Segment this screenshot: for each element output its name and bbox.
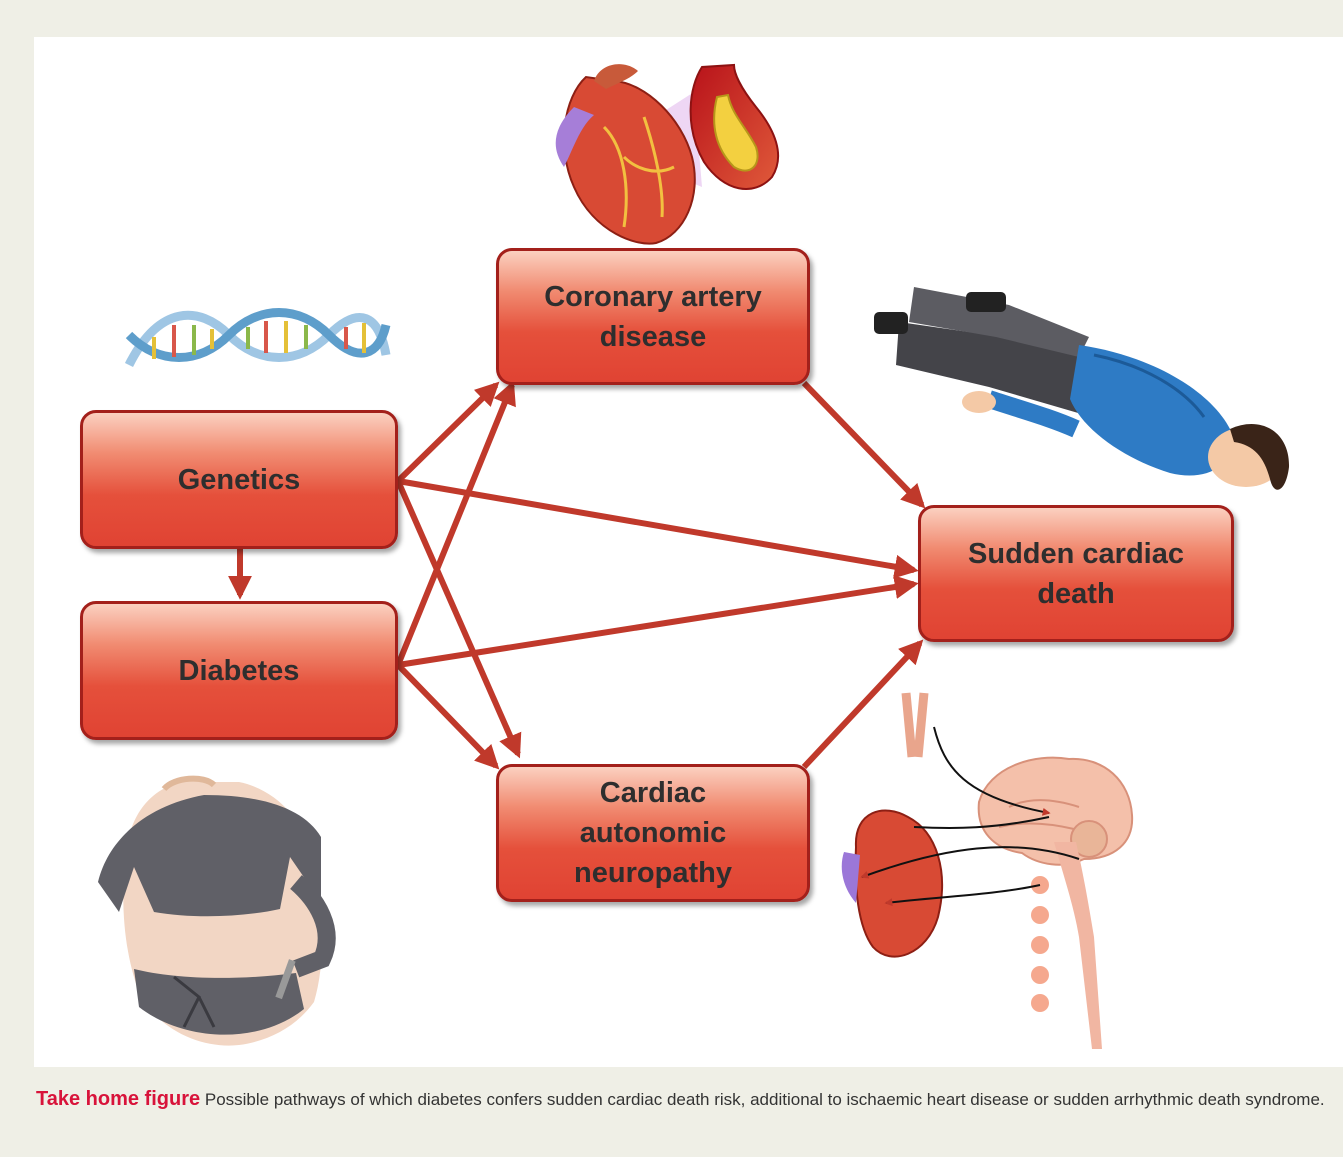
edge-diabetes-autonomic [398,665,496,766]
node-cardiac-autonomic-neuropathy: Cardiac autonomic neuropathy [496,764,810,902]
caption-text: Possible pathways of which diabetes conf… [205,1090,1325,1109]
heart-artery-illustration [556,64,778,244]
edge-diabetes-scd [398,584,914,665]
figure-panel: Genetics Diabetes Coronary artery diseas… [34,37,1343,1067]
node-coronary-artery-disease: Coronary artery disease [496,248,810,385]
edge-coronary-scd [804,383,922,505]
edge-autonomic-scd [804,643,920,767]
collapsed-person-illustration [874,287,1289,490]
caption-label: Take home figure [36,1088,200,1110]
node-genetics: Genetics [80,410,398,549]
node-sudden-cardiac-death: Sudden cardiac death [918,505,1234,642]
figure-caption: Take home figure Possible pathways of wh… [36,1086,1326,1113]
edge-genetics-scd [398,481,914,570]
dna-helix-illustration [129,313,386,366]
insulin-injection-illustration [98,779,327,1046]
autonomic-nervous-system-illustration [842,693,1132,1049]
node-diabetes: Diabetes [80,601,398,740]
